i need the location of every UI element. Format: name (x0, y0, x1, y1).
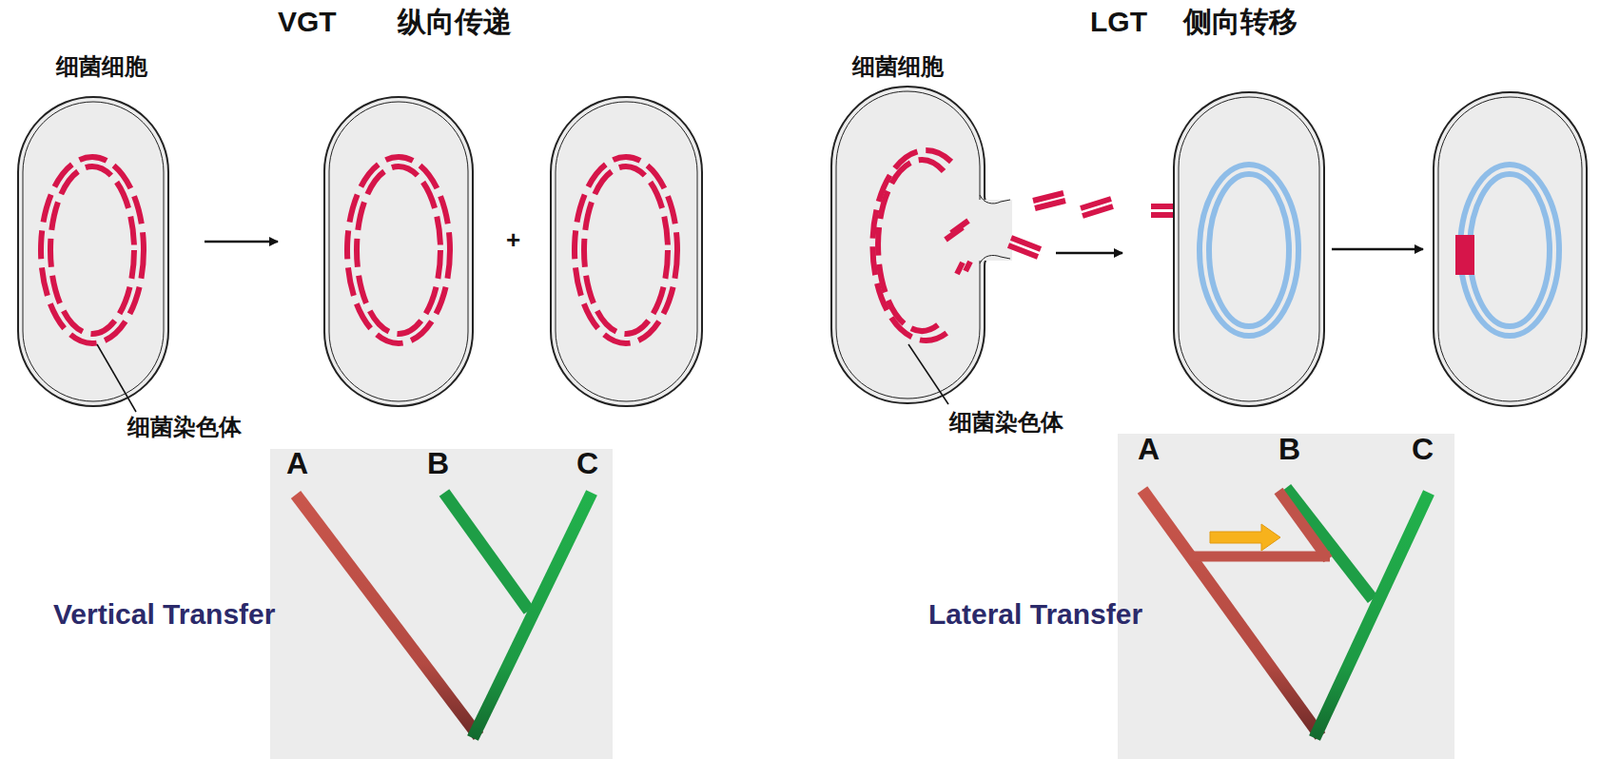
bacterial-cell-part (22, 101, 164, 402)
cell-label: 细菌细胞 (852, 54, 944, 79)
recipient-cell-part (1173, 92, 1325, 407)
bacterial-cell-part (329, 101, 469, 402)
chromosome-label: 细菌染色体 (949, 409, 1064, 435)
tree-background (270, 448, 613, 759)
transfer-label: Vertical Transfer (53, 598, 275, 630)
bacterial-chromosome-part (574, 156, 678, 344)
bacterial-cell (18, 97, 169, 407)
donor-cell-part (974, 199, 1013, 261)
phylo-tree-part (1209, 524, 1281, 551)
recombinant-chromosome (1455, 164, 1560, 336)
recipient-chromosome-part (1209, 174, 1289, 327)
bacterial-chromosome-part (584, 166, 668, 334)
plus-sign: + (506, 226, 521, 254)
taxon-label: B (427, 447, 449, 481)
donor-cell (831, 86, 1013, 404)
taxon-label: B (1278, 432, 1301, 467)
panel-title: VGT (277, 5, 337, 38)
process-arrow (1055, 252, 1123, 255)
phylo-tree (1142, 487, 1429, 739)
panel-title: 侧向转移 (1183, 5, 1298, 38)
recipient-chromosome (1199, 164, 1299, 336)
recombinant-chromosome-part (1455, 234, 1475, 275)
tree-background (1117, 433, 1455, 759)
dna-fragments (1008, 193, 1186, 257)
recombinant-chromosome-part (1469, 174, 1550, 327)
broken-chromosome-part (872, 150, 952, 341)
recipient-cell-part (1178, 97, 1320, 402)
taxon-label: C (576, 447, 599, 481)
taxon-label: A (286, 447, 309, 481)
donor-cell-part (979, 195, 1011, 264)
bacterial-cell (550, 97, 703, 407)
broken-chromosome-part (878, 159, 944, 332)
taxon-label: A (1137, 432, 1160, 467)
broken-chromosome (872, 150, 971, 341)
panel-title: 纵向传递 (397, 5, 512, 38)
phylo-tree-part (1314, 492, 1429, 739)
leader-line (908, 344, 949, 405)
bacterial-chromosome (40, 156, 678, 344)
dna-fragments-part (1008, 237, 1041, 257)
recipient-chromosome-part (1199, 164, 1299, 336)
recombinant-cell-part (1433, 92, 1587, 407)
bacterial-chromosome-part (356, 166, 441, 334)
dna-fragments-part (1080, 198, 1113, 216)
phylo-tree-part (295, 494, 479, 737)
recombinant-chromosome-part (1460, 164, 1560, 336)
transfer-label: Lateral Transfer (928, 598, 1143, 630)
bacterial-chromosome-part (50, 166, 135, 334)
bacterial-cell-part (18, 97, 169, 407)
phylo-tree-part (1286, 487, 1373, 600)
recipient-cell (1173, 92, 1325, 407)
broken-chromosome-part (945, 220, 969, 240)
donor-cell-part (836, 91, 980, 399)
broken-chromosome-part (956, 261, 971, 274)
chromosome-label: 细菌染色体 (127, 414, 242, 440)
process-arrow (204, 240, 278, 244)
phylo-tree-part (472, 492, 592, 739)
phylo-tree-part (1278, 490, 1328, 560)
recombinant-cell-part (1438, 97, 1582, 402)
panel-title: LGT (1090, 5, 1148, 38)
taxon-label: C (1411, 432, 1434, 467)
phylo-tree-part (444, 492, 529, 611)
bacterial-cell-part (324, 97, 473, 407)
leader-line (97, 344, 137, 412)
phylo-tree-part (1189, 551, 1330, 563)
phylo-tree-part (1142, 489, 1321, 737)
dna-fragments-part (1033, 193, 1066, 209)
recombinant-cell (1433, 92, 1587, 407)
phylo-tree (295, 492, 592, 739)
cell-label: 细菌细胞 (56, 54, 148, 79)
bacterial-chromosome-part (40, 156, 144, 344)
process-arrow (1331, 248, 1424, 252)
bacterial-cell-part (550, 97, 703, 407)
bacterial-cell-part (555, 101, 698, 402)
bacterial-chromosome-part (347, 156, 450, 344)
bacterial-cell (324, 97, 473, 407)
